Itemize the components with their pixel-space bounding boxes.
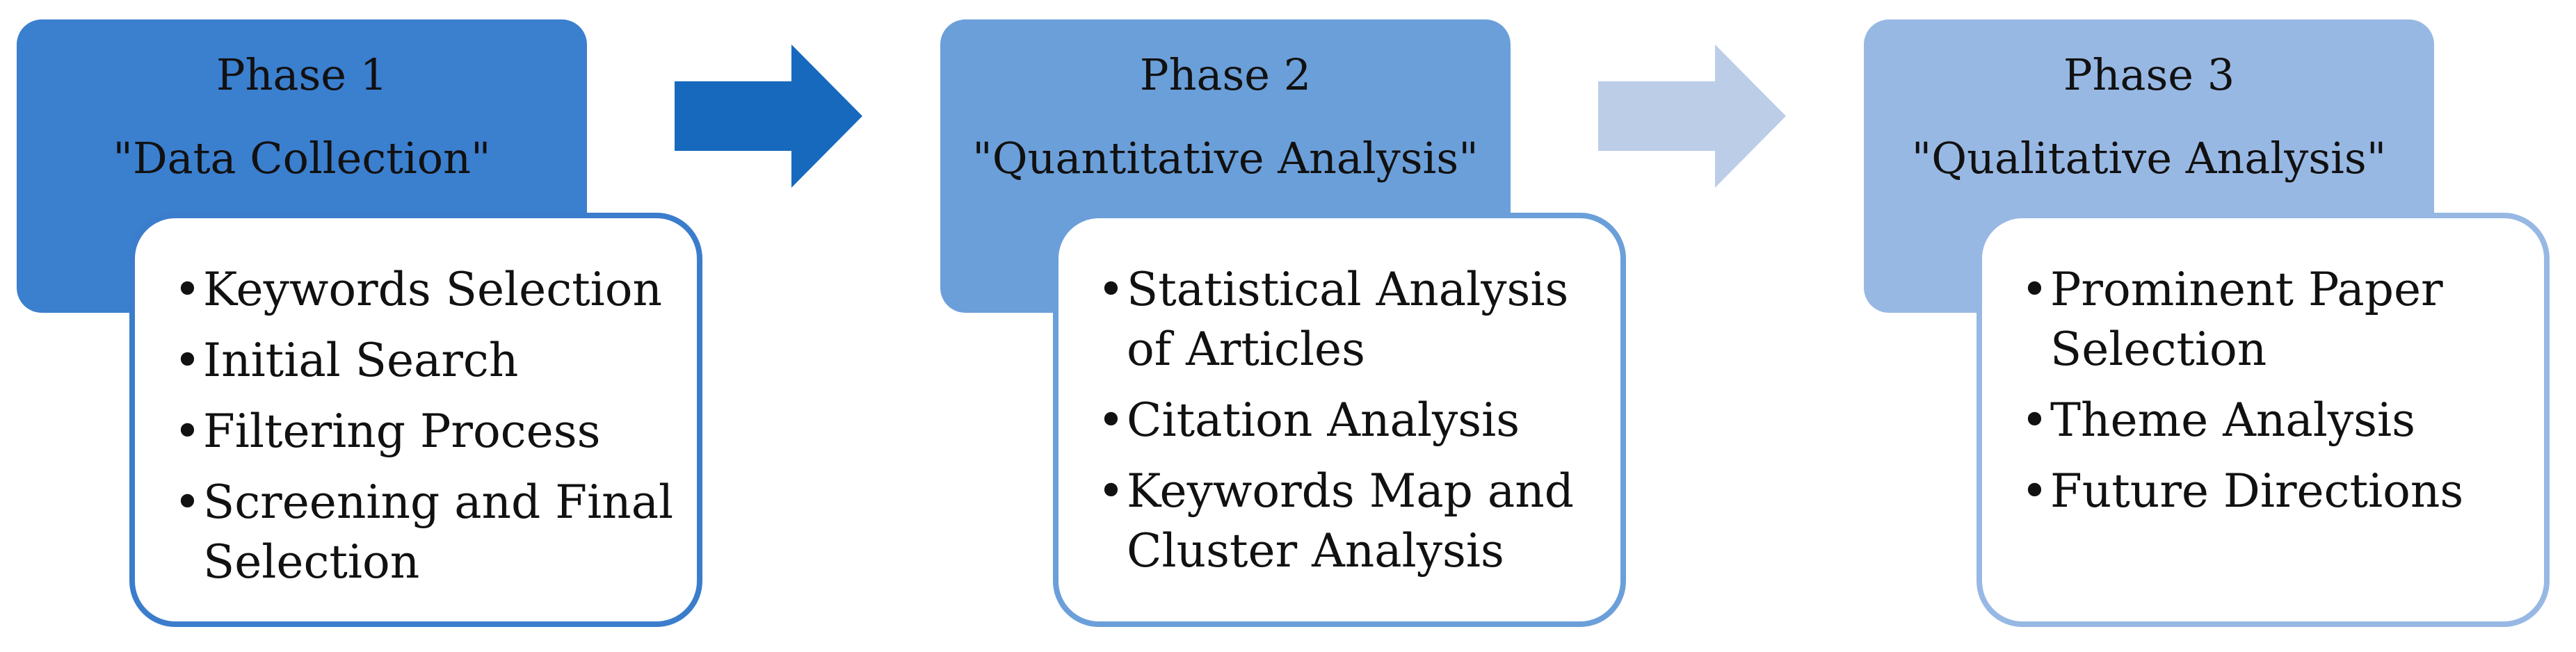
- bullet: •: [174, 334, 201, 387]
- list-item: •Theme Analysis: [2021, 391, 2523, 450]
- phase-3-item-1: Prominent Paper Selection: [2050, 263, 2443, 376]
- list-item: •Keywords Map and Cluster Analysis: [1097, 462, 1600, 581]
- phase-3-name: Phase 3: [2063, 49, 2235, 100]
- list-item: •Screening and Final Selection: [174, 473, 676, 592]
- phase-2-detail-box: •Statistical Analysis of Articles •Citat…: [1053, 213, 1626, 627]
- phase-1-name: Phase 1: [216, 49, 388, 100]
- phase-3-box: Phase 3 "Qualitative Analysis": [1864, 19, 2434, 313]
- bullet: •: [174, 263, 201, 316]
- phase-2-subtitle: "Quantitative Analysis": [972, 133, 1479, 184]
- list-item: •Citation Analysis: [1097, 391, 1600, 450]
- phase-2-item-3: Keywords Map and Cluster Analysis: [1127, 464, 1575, 578]
- phase-2-name: Phase 2: [1139, 49, 1312, 100]
- phase-2-item-list: •Statistical Analysis of Articles •Citat…: [1097, 260, 1600, 592]
- bullet: •: [2021, 263, 2048, 316]
- list-item: •Statistical Analysis of Articles: [1097, 260, 1600, 380]
- list-item: •Initial Search: [174, 331, 676, 391]
- bullet: •: [1097, 464, 1125, 518]
- phase-1-item-2: Initial Search: [203, 334, 519, 387]
- phase-2-item-1: Statistical Analysis of Articles: [1127, 263, 1569, 376]
- phase-1-item-list: •Keywords Selection •Initial Search •Fil…: [174, 260, 676, 603]
- bullet: •: [174, 475, 201, 529]
- phase-3-item-2: Theme Analysis: [2050, 393, 2415, 447]
- bullet: •: [1097, 263, 1125, 316]
- list-item: •Future Directions: [2021, 462, 2523, 521]
- phase-3-item-3: Future Directions: [2050, 464, 2464, 518]
- phase-2-item-2: Citation Analysis: [1127, 393, 1520, 447]
- list-item: •Prominent Paper Selection: [2021, 260, 2523, 380]
- list-item: •Keywords Selection: [174, 260, 676, 320]
- phase-1-title: Phase 1 "Data Collection": [17, 46, 587, 188]
- bullet: •: [2021, 393, 2048, 447]
- phase-1-item-4: Screening and Final Selection: [203, 475, 674, 589]
- arrow-2-icon: [1598, 44, 1786, 188]
- list-item: •Filtering Process: [174, 402, 676, 462]
- phase-3-title: Phase 3 "Qualitative Analysis": [1864, 46, 2434, 188]
- phase-3-item-list: •Prominent Paper Selection •Theme Analys…: [2021, 260, 2523, 532]
- bullet: •: [174, 405, 201, 458]
- bullet: •: [2021, 464, 2048, 518]
- phase-1-subtitle: "Data Collection": [113, 133, 491, 184]
- arrow-1-shape: [675, 44, 862, 188]
- phase-2-title: Phase 2 "Quantitative Analysis": [940, 46, 1511, 188]
- phase-3-detail-box: •Prominent Paper Selection •Theme Analys…: [1977, 213, 2550, 627]
- arrow-1-icon: [675, 44, 862, 188]
- phase-3-subtitle: "Qualitative Analysis": [1911, 133, 2387, 184]
- phase-1-item-1: Keywords Selection: [203, 263, 663, 316]
- arrow-2-shape: [1598, 44, 1786, 188]
- phase-1-item-3: Filtering Process: [203, 405, 601, 458]
- bullet: •: [1097, 393, 1125, 447]
- phase-1-detail-box: •Keywords Selection •Initial Search •Fil…: [129, 213, 702, 627]
